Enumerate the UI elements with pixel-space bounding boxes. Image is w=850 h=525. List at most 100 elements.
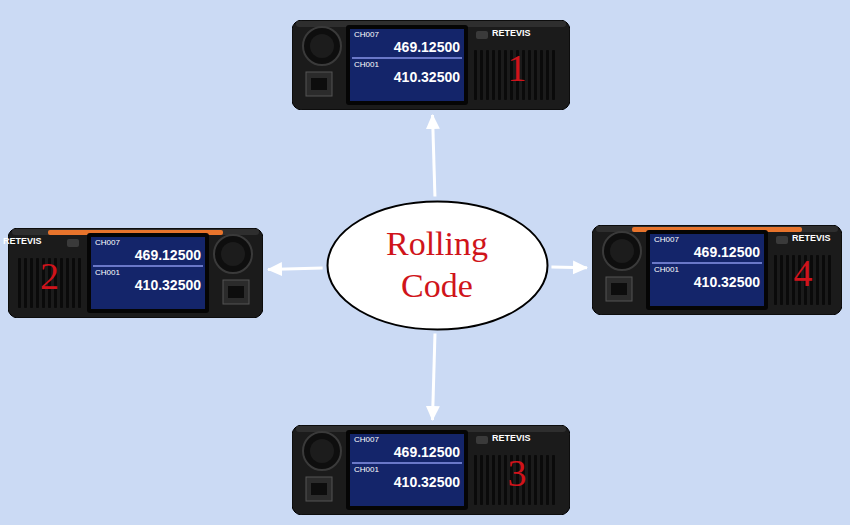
radio-unit: RETEVIS CH007469.12500CH001410.32500 3: [292, 425, 570, 515]
brand-label: RETEVIS: [3, 237, 63, 247]
radio-body: [8, 228, 263, 318]
speaker-slot: [816, 255, 819, 305]
channel-label: CH007: [654, 236, 760, 245]
callout-number: 2: [18, 256, 81, 298]
volume-knob: [303, 27, 341, 65]
volume-knob-cap: [610, 239, 634, 263]
frequency-readout: 469.12500: [95, 248, 201, 263]
brand-label: RETEVIS: [492, 29, 552, 39]
channel-label: CH007: [354, 436, 460, 445]
mic-port-hole: [311, 78, 327, 90]
radio-unit: RETEVISCH007469.12500CH001410.325001: [292, 20, 570, 110]
mic-port: [606, 277, 632, 301]
speaker-slot: [546, 50, 549, 100]
speaker-slot: [774, 255, 777, 305]
speaker-slot: [486, 50, 489, 100]
connector-arrow: [433, 115, 435, 197]
channel-label: CH001: [654, 266, 760, 275]
speaker-slot: [492, 455, 495, 505]
speaker-slot: [504, 455, 507, 505]
radio-unit: RETEVISCH007469.12500CH001410.325002: [8, 228, 263, 318]
channel-label: CH001: [354, 466, 460, 475]
radio-body: [292, 425, 570, 515]
speaker-slot: [822, 255, 825, 305]
speaker-slot: [480, 455, 483, 505]
lcd-screen: [91, 237, 205, 309]
connector-arrow: [268, 268, 323, 269]
speaker-slot: [528, 50, 531, 100]
volume-knob: [303, 432, 341, 470]
ellipse-label: Rolling Code: [362, 223, 512, 308]
speaker-slot: [36, 258, 39, 308]
speaker-slot: [474, 50, 477, 100]
screen-bezel: [346, 430, 468, 510]
lcd-divider: [352, 462, 462, 464]
speaker-slot: [18, 258, 21, 308]
speaker-slot: [546, 455, 549, 505]
frequency-readout: 469.12500: [354, 40, 460, 55]
speaker-slot: [534, 455, 537, 505]
screen-bezel: [346, 25, 468, 105]
speaker-slot: [72, 258, 75, 308]
status-led: [476, 31, 488, 39]
ellipse-outline: [326, 200, 549, 331]
status-led: [476, 436, 488, 444]
ellipse-shape: [327, 201, 547, 329]
speaker-slot: [30, 258, 33, 308]
speaker-slot: [786, 255, 789, 305]
speaker-slot: [534, 50, 537, 100]
speaker-slot: [780, 255, 783, 305]
callout-number: 1: [474, 48, 560, 90]
screen-bezel: [87, 233, 209, 313]
speaker-slot: [498, 455, 501, 505]
mic-port: [223, 280, 249, 304]
speaker-slot: [66, 258, 69, 308]
speaker-slot: [540, 455, 543, 505]
speaker-slot: [486, 455, 489, 505]
volume-knob-cap: [310, 439, 334, 463]
status-led: [776, 236, 788, 244]
mic-port-hole: [228, 286, 244, 298]
volume-knob: [214, 235, 252, 273]
mic-port-hole: [611, 283, 627, 295]
frequency-readout: 410.32500: [354, 475, 460, 490]
frequency-readout: 410.32500: [95, 278, 201, 293]
lcd-divider: [93, 265, 203, 267]
center-ellipse: Rolling Code: [326, 200, 549, 331]
speaker-slot: [474, 455, 477, 505]
channel-label: CH001: [95, 269, 201, 278]
mic-port: [306, 72, 332, 96]
speaker-slot: [78, 258, 81, 308]
mic-port-hole: [311, 483, 327, 495]
speaker-slot: [828, 255, 831, 305]
speaker-slot: [480, 50, 483, 100]
callout-number: 3: [474, 453, 560, 495]
channel-label: CH007: [95, 239, 201, 248]
radio-body: [292, 20, 570, 110]
speaker-slot: [498, 50, 501, 100]
speaker-slot: [552, 50, 555, 100]
lcd-divider: [652, 262, 762, 264]
brand-label: RETEVIS: [492, 434, 552, 444]
screen-bezel: [646, 230, 768, 310]
speaker-slot: [60, 258, 63, 308]
speaker-slot: [540, 50, 543, 100]
lcd-screen: [350, 434, 464, 506]
connector-arrow: [551, 266, 587, 270]
volume-knob-cap: [310, 34, 334, 58]
frequency-readout: 469.12500: [654, 245, 760, 260]
frequency-readout: 410.32500: [354, 70, 460, 85]
frequency-readout: 410.32500: [654, 275, 760, 290]
channel-label: CH001: [354, 61, 460, 70]
speaker-slot: [528, 455, 531, 505]
lcd-divider: [352, 57, 462, 59]
frequency-readout: 469.12500: [354, 445, 460, 460]
mic-port: [306, 477, 332, 501]
lcd-screen: [350, 29, 464, 101]
lcd-screen: [650, 234, 764, 306]
speaker-slot: [504, 50, 507, 100]
connector-arrow: [432, 333, 435, 420]
speaker-slot: [552, 455, 555, 505]
speaker-slot: [492, 50, 495, 100]
